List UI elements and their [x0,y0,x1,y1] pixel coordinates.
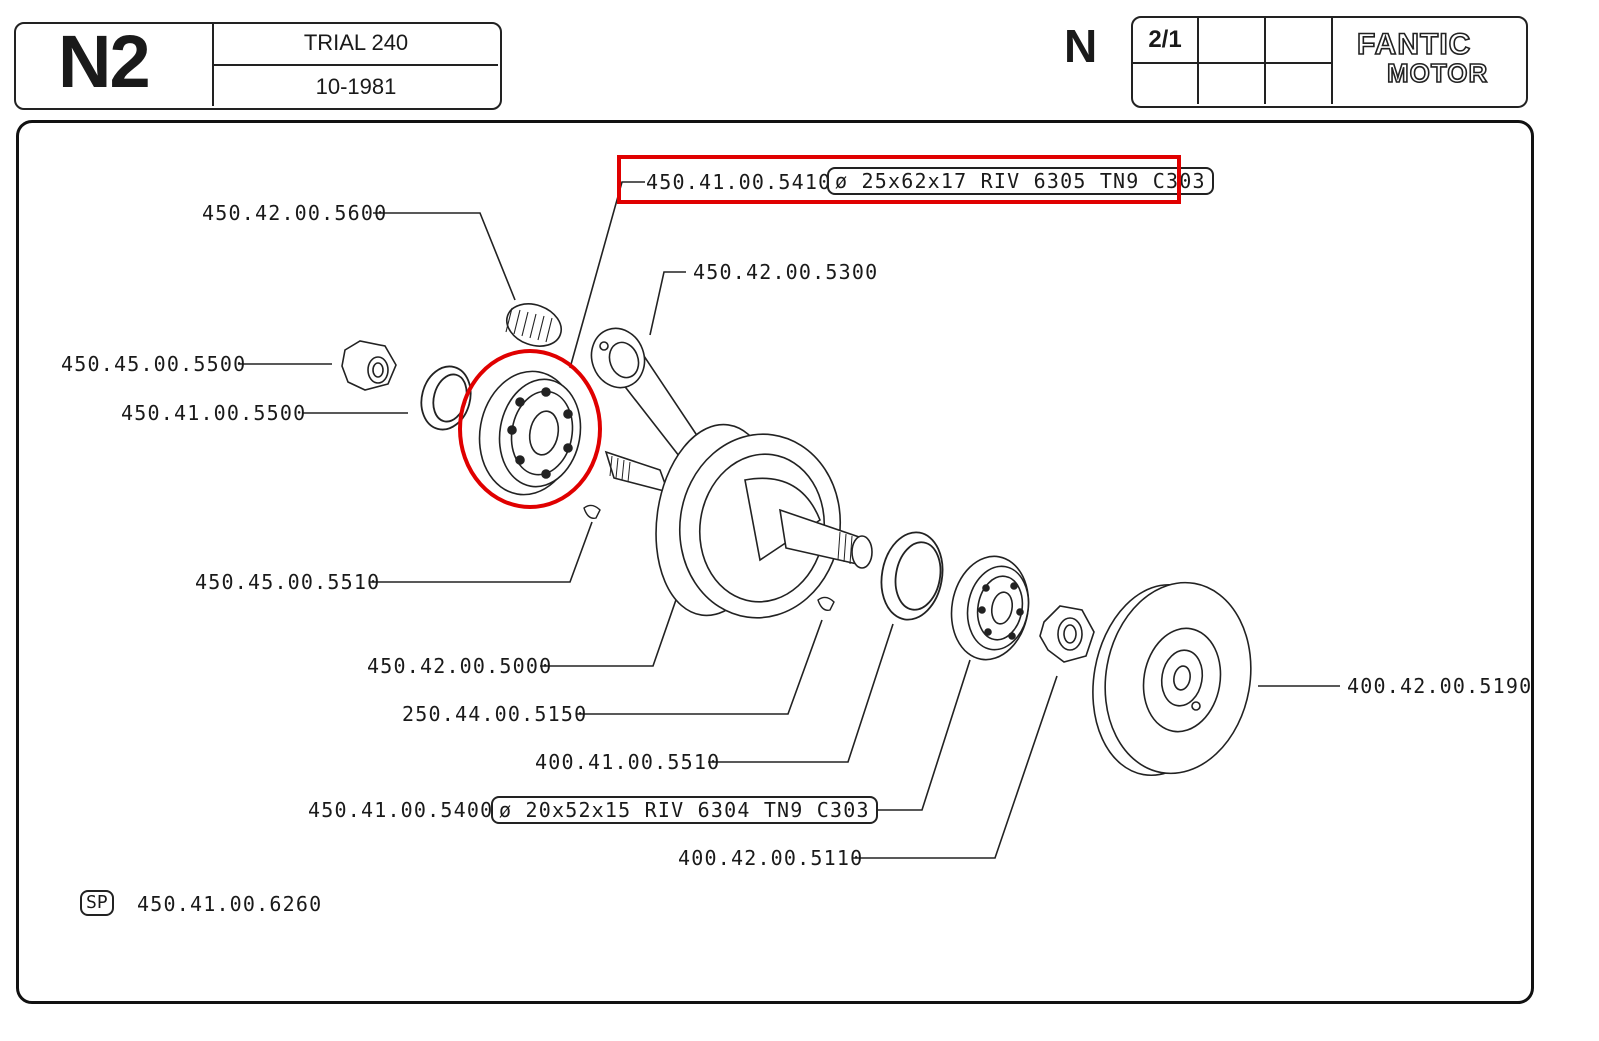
part-number-400-5510: 400.41.00.5510 [535,750,721,774]
part-number-5400: 450.41.00.5400 [308,798,494,822]
leader-p5600 [373,212,516,301]
leader-p5110 [852,675,1058,859]
part-spec-5410: ø 25x62x17 RIV 6305 TN9 C303 [827,167,1214,195]
oil-seal-left [420,365,472,431]
leader-p400_5510 [708,623,894,763]
part-number-41-5500: 450.41.00.5500 [121,401,307,425]
part-number-5150: 250.44.00.5150 [402,702,588,726]
leader-p5510 [370,521,593,583]
part-number-5000: 450.42.00.5000 [367,654,553,678]
sheet-grid-line-v3 [1331,18,1333,104]
part-spec-5400: ø 20x52x15 RIV 6304 TN9 C303 [491,796,878,824]
spare-kit-number: 450.41.00.6260 [137,892,323,916]
nut-part-left [341,340,397,391]
main-bearing-left [478,370,582,496]
sheet-grid-line-h [1133,62,1331,64]
brand-logo-line2: MOTOR [1386,58,1489,88]
highlight-rect-5410 [617,155,1181,204]
main-bearing-right [950,555,1030,661]
crankshaft-part [604,423,873,619]
part-number-45-5500: 450.45.00.5500 [61,352,247,376]
sheet-grid-line-v1 [1197,18,1199,104]
part-number-5300: 450.42.00.5300 [693,260,879,284]
part-number-5410: 450.41.00.5410 [646,170,832,194]
part-number-5190: 400.42.00.5190 [1347,674,1533,698]
part-number-5110: 400.42.00.5110 [678,846,864,870]
leader-p5000 [540,593,679,667]
part-number-5600: 450.42.00.5600 [202,201,388,225]
spare-kit-badge: SP [80,890,114,916]
model-name: TRIAL 240 [303,30,409,55]
woodruff-key-right [817,596,835,611]
flywheel-part [1092,581,1252,777]
leader-p5410 [569,181,645,369]
nut-part-right [1039,605,1095,663]
highlight-circle-bearing [458,349,602,509]
group-code: N2 [58,20,151,103]
header-divider-h [214,64,498,66]
section-letter: N [1064,20,1098,72]
header-title-box [14,22,502,110]
part-number-5510: 450.45.00.5510 [195,570,381,594]
edition-date: 10-1981 [315,74,397,99]
sheet-grid-line-v2 [1264,18,1266,104]
brand-logo-line1: FANTIC [1356,28,1472,61]
needle-cage-part [505,303,562,347]
oil-seal-right [880,531,944,621]
woodruff-key-left [583,504,601,519]
leader-p5150 [576,619,823,715]
header-divider-v [212,24,214,106]
leader-p5300 [649,271,686,336]
sheet-number: 2/1 [1148,26,1182,53]
diagram-frame [16,120,1534,1004]
